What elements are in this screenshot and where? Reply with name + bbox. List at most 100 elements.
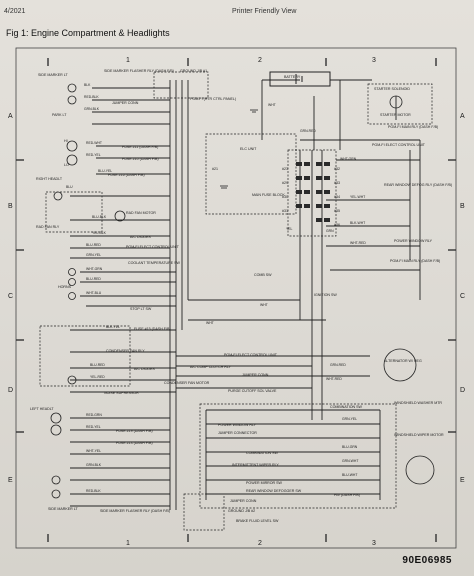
figure-code: 90E06985 xyxy=(402,555,452,566)
wire-label-wires-red_yel: RED-YEL xyxy=(86,425,101,429)
print-view-label: Printer Friendly View xyxy=(232,8,297,15)
wire-label-wires-red_yel: RED-YEL xyxy=(86,153,101,157)
jumper-conn2-label: JUMPER CONN xyxy=(242,373,269,377)
ac-diodes-label: A/C DIODES xyxy=(130,235,151,239)
wire-label-wires-wht_grn: WHT-GRN xyxy=(340,157,357,161)
left-headlt-label: LEFT HEADLT xyxy=(30,407,54,411)
main-fuse-block-label: MAIN FUSE BLOCK xyxy=(252,193,285,197)
wire-label-wires-blu_wht: BLU-WHT xyxy=(342,473,357,477)
row-label-a-right: A xyxy=(460,113,465,120)
alternator-label: ALTERNATOR W/ REG xyxy=(384,359,422,363)
starter-solenoid-label: STARTER SOLENOID xyxy=(374,87,410,91)
relay-boxes xyxy=(39,71,433,531)
starter-motor-label: STARTER MOTOR xyxy=(380,113,411,117)
wire-color-labels: BLK RED-BLK GRN-BLK RED-WHT RED-YEL BLU-… xyxy=(66,83,366,493)
wire-label-wires-grn_red: GRN-RED xyxy=(300,129,316,133)
rear-window-defogger-label: REAR WINDOW DEFOGGER SW xyxy=(246,489,302,493)
pgmfi-ctrl-unit-label: PGM-FI ELECT CONTROL UNIT xyxy=(126,245,180,249)
fuse15-label: FUSE #15 (DASH F/B) xyxy=(134,327,171,331)
park-lt-label: PARK LT xyxy=(52,113,67,117)
wire-label-fuses-4: #31 xyxy=(282,209,288,213)
rear-window-defog-label: REAR WINDOW DEFOG RLY (DASH F/B) xyxy=(384,183,452,187)
wiring-lines xyxy=(70,79,421,510)
wire-label-fuses-0: #21 xyxy=(212,167,218,171)
side-marker-lt-label: SIDE MARKER LT xyxy=(38,73,68,77)
wire-label-wires-wht_grn: WHT-GRN xyxy=(86,267,103,271)
fuse11-label: FUSE #11 (DASH F/B) xyxy=(122,145,158,149)
brake-fluid-label: BRAKE FLUID LEVEL SW xyxy=(236,519,279,523)
ground-jb2-label: GROUND J/B #2 xyxy=(228,509,255,513)
side-marker-flasher-label: SIDE MARKER FLASHER RLY (DASH F/B) xyxy=(104,69,174,73)
fuse19-label: FUSE #19 (DASH F/B) xyxy=(116,429,153,433)
windshield-washer-label: WINDSHIELD WASHER MTR xyxy=(394,401,442,405)
purge-cutoff-label: PURGE CUTOFF SOL VALVE xyxy=(228,389,277,393)
pgmfi-main-rly2-label: PGM-FI MAIN RLY (DASH F/B) xyxy=(390,259,440,263)
pgmfi-elect-ctrl-label: PGM-FI ELECT CONTROL UNIT xyxy=(372,143,426,147)
stop-lt-sw-label: STOP LT SW xyxy=(130,307,152,311)
condenser-fan-motor-label: CONDENSER FAN MOTOR xyxy=(164,381,210,385)
wire-label-wires-wht_red: WHT-RED xyxy=(350,241,366,245)
ignition-sw-label: IGNITION SW xyxy=(314,293,337,297)
diagram-frame xyxy=(15,47,457,549)
row-label-c: C xyxy=(8,293,13,300)
grid-labels: 1 2 3 1 2 3 A B C D E A B C D E xyxy=(8,57,465,547)
windshield-wiper-label: WINDSHIELD WIPER MOTOR xyxy=(394,433,444,437)
jumper-conn3-label: JUMPER CONN xyxy=(230,499,257,503)
noise-suppressor-label: NOISE SUPRESSOR xyxy=(104,391,139,395)
battery-label: BATTERY xyxy=(284,75,301,79)
wire-label-wires-yel_red: YEL-RED xyxy=(90,375,105,379)
wire-label-wires-grn: GRN xyxy=(326,229,334,233)
hi-beam-label: HI xyxy=(64,139,68,143)
combination-sw2-label: COMBINATION SW xyxy=(246,451,278,455)
intermittent-wiper-label: INTERMITTENT WIPER RLY xyxy=(232,463,279,467)
figure-title: Fig 1: Engine Compartment & Headlights xyxy=(6,28,170,38)
pgmfi-elect-ctrl2-label: PGM-FI ELECT CONTROL UNIT xyxy=(224,353,278,357)
wire-label-wires-blk_wht: BLK-WHT xyxy=(350,221,365,225)
condenser-fan-rly-label: CONDENSER FAN RLY xyxy=(106,349,145,353)
row-label-a: A xyxy=(8,113,13,120)
wire-label-fuses-7: #34 xyxy=(334,195,340,199)
pgmfi-htr-label: PGM-FI (HTR CTRL PANEL) xyxy=(190,97,236,101)
wire-label-wires-blu_red: BLU-RED xyxy=(86,277,101,281)
power-window-rly-label: POWER WINDOW RLY xyxy=(394,239,433,243)
wire-label-wires-blu_red: BLU-RED xyxy=(90,363,105,367)
wire-label-fuses-8: #35 xyxy=(334,209,340,213)
wire-label-wires-red_blk: RED-BLK xyxy=(84,95,99,99)
wire-label-wires-red_wht: RED-WHT xyxy=(86,141,102,145)
grid-ticks xyxy=(16,58,456,542)
combo-sw-label: COMB SW xyxy=(254,273,272,277)
wire-label-wires-blu_red: BLU-RED xyxy=(86,243,101,247)
wire-label-wires-blu: BLU xyxy=(66,185,73,189)
row-label-d: D xyxy=(8,387,13,394)
wire-label-wires-grn_yel: GRN-YEL xyxy=(342,417,357,421)
ac-comp-clutch-label: A/C COMP CLUTCH RLY xyxy=(190,365,232,369)
col-label-2: 2 xyxy=(258,57,262,64)
rad-fan-rly-label: RAD FAN RLY xyxy=(36,225,60,229)
side-marker-lt2-label: SIDE MARKER LT xyxy=(48,507,78,511)
wire-label-fuses-6: #33 xyxy=(334,181,340,185)
horns-label: HORNS xyxy=(58,285,72,289)
col-label-2-bottom: 2 xyxy=(258,540,262,547)
power-mirror-sw-label: POWER MIRROR SW xyxy=(246,481,283,485)
col-label-1: 1 xyxy=(126,57,130,64)
wire-label-wires-wht: WHT xyxy=(268,103,276,107)
row-label-c-right: C xyxy=(460,293,465,300)
power-window-rly2-label: POWER WINDOW RLY xyxy=(218,423,257,427)
battery-symbol xyxy=(269,71,331,87)
ground-symbols xyxy=(220,109,258,189)
rad-fan-motor-label: RAD FAN MOTOR xyxy=(126,211,156,215)
ac-diodes2-label: A/C DIODES xyxy=(134,367,155,371)
component-labels: SIDE MARKER FLASHER RLY (DASH F/B) SIDE … xyxy=(30,69,452,523)
right-headlt-label: RIGHT HEADLT xyxy=(36,177,63,181)
row-label-e-right: E xyxy=(460,477,465,484)
wire-label-wires-red_blk: RED-BLK xyxy=(86,489,101,493)
wire-label-fuses-9: #36 xyxy=(334,223,340,227)
wire-label-wires-blk_yel: BLK-YEL xyxy=(106,325,120,329)
wire-label-wires-yel_wht: YEL-WHT xyxy=(350,195,365,199)
wire-label-fuses-5: #32 xyxy=(334,167,340,171)
wire-label-wires-grn_blk: GRN-BLK xyxy=(84,107,100,111)
wire-label-wires-grn_wht: GRN-WHT xyxy=(342,459,358,463)
row-label-d-right: D xyxy=(460,387,465,394)
wire-label-fuses-1: #23 xyxy=(282,167,288,171)
